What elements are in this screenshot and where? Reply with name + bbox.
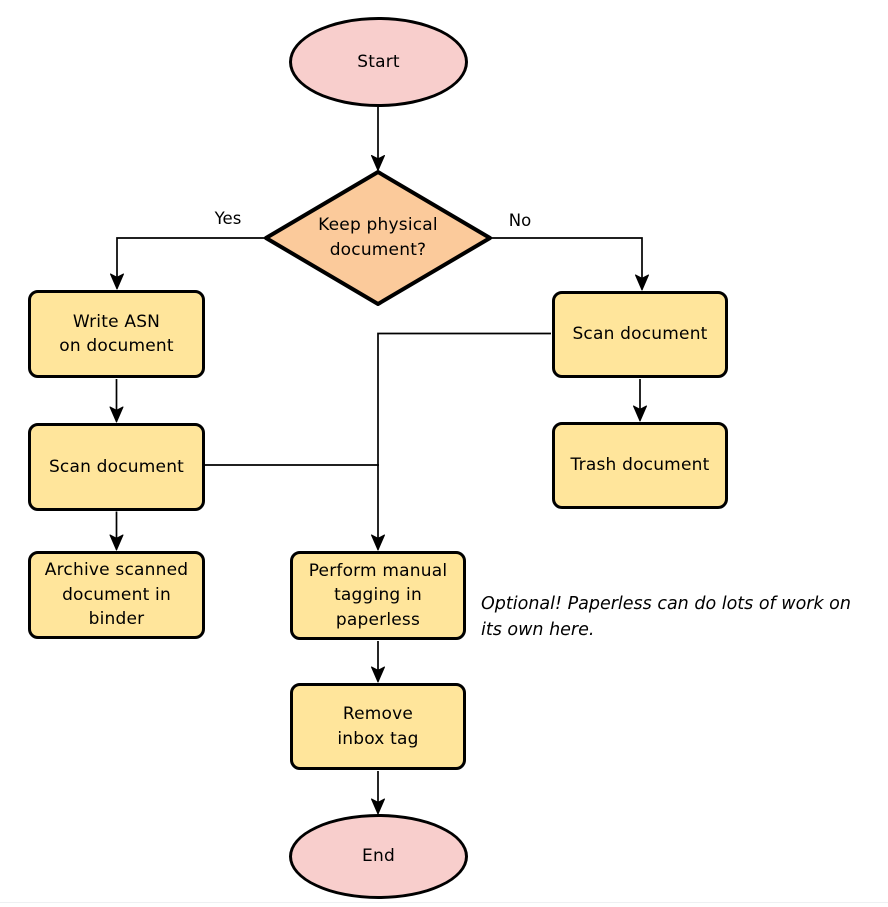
start-label: Start: [357, 51, 400, 72]
connector-scan-right-to-tagging: [371, 332, 551, 551]
decision-diamond-shape: [264, 170, 492, 306]
connector-decision-yes-to-write-asn: [110, 237, 266, 290]
process-scan-document-right: Scan document: [552, 291, 728, 378]
process-scan-document-left: Scan document: [28, 423, 205, 511]
process-label: Scan document: [48, 456, 185, 477]
process-label: Remove inbox tag: [337, 704, 419, 749]
edge-label-yes: Yes: [214, 209, 242, 228]
page-bottom-border: [0, 902, 888, 903]
edge-label-no: No: [508, 211, 532, 230]
end-terminator: End: [289, 814, 468, 899]
decision-keep-physical-document: Keep physical document?: [262, 168, 494, 308]
process-label: Archive scanned document in binder: [44, 560, 189, 630]
start-terminator: Start: [289, 17, 468, 107]
note-optional-paperless: Optional! Paperless can do lots of work …: [481, 594, 851, 640]
process-label: Write ASN on document: [59, 311, 174, 357]
process-label: Perform manual tagging in paperless: [308, 560, 448, 630]
process-label: Trash document: [570, 455, 710, 476]
connector-decision-no-to-scan-right: [490, 237, 649, 291]
process-label: Scan document: [572, 324, 708, 345]
decision-label: Keep physical document?: [318, 215, 438, 260]
diamond-icon: [264, 170, 492, 306]
process-trash-document: Trash document: [552, 422, 728, 509]
process-manual-tagging-in-paperless: Perform manual tagging in paperless: [290, 551, 466, 640]
process-write-asn-on-document: Write ASN on document: [28, 290, 205, 378]
process-archive-document-in-binder: Archive scanned document in binder: [28, 551, 205, 639]
end-label: End: [362, 846, 395, 867]
process-remove-inbox-tag: Remove inbox tag: [290, 683, 466, 770]
